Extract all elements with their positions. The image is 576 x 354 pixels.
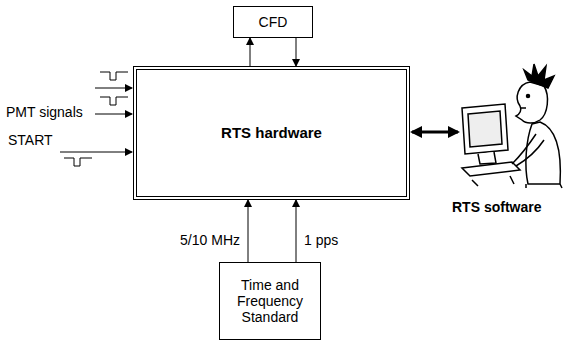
hardware-box: RTS hardware [133, 66, 410, 200]
computer-user-figure [462, 64, 562, 188]
input-arrows [60, 88, 132, 152]
node-text: CFD [259, 14, 288, 30]
signal-arrow [248, 200, 249, 262]
software-label: RTS software [452, 199, 541, 215]
standard-box: Time and Frequency Standard [219, 262, 321, 340]
link-arrow [412, 131, 458, 134]
signal-name: START [8, 132, 53, 148]
signal-name: PMT signals [6, 104, 83, 120]
cfd-box: CFD [233, 6, 313, 38]
node-text: Time and Frequency Standard [224, 277, 316, 325]
signal-arrow [296, 200, 297, 262]
signal-arrow [250, 38, 251, 66]
node-text: RTS hardware [221, 125, 322, 141]
signal-arrow [296, 38, 297, 66]
signal-label: 1 pps [304, 232, 338, 248]
signal-label: 5/10 MHz [180, 232, 240, 248]
